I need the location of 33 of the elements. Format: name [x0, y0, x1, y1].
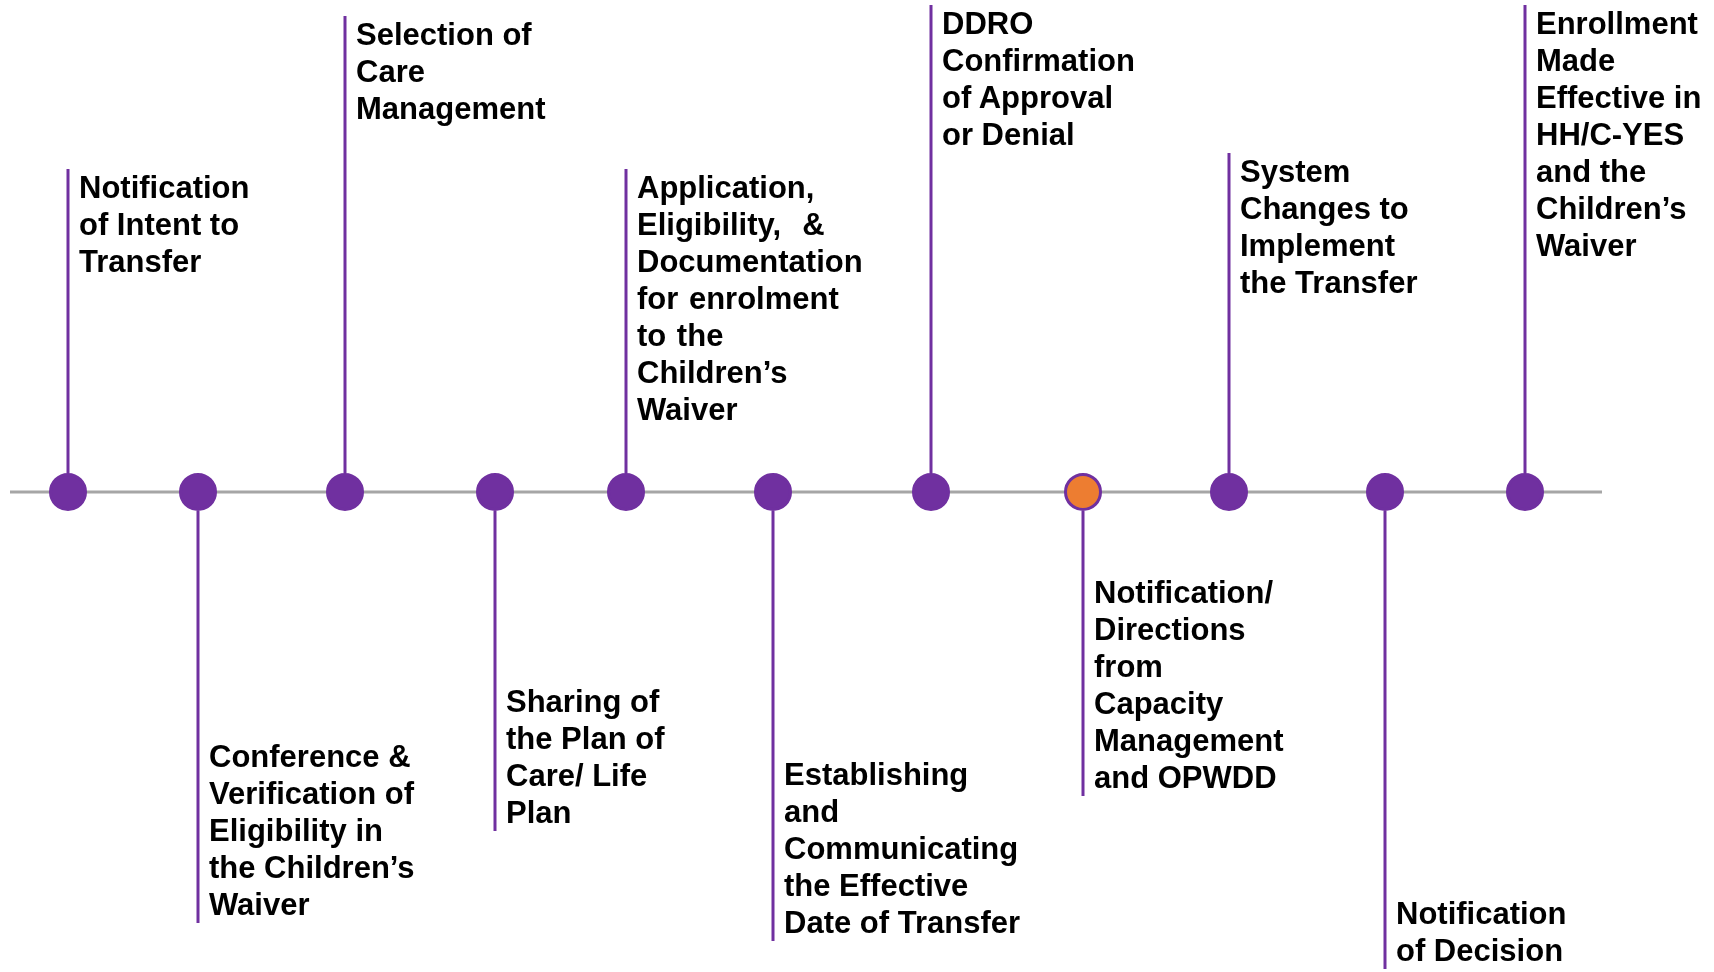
stem-line [196, 511, 200, 923]
milestone-label: Conference & Verification of Eligibility in the Children’s Waiver [199, 738, 415, 923]
milestone-label: Notification of Intent to Transfer [69, 169, 263, 280]
timeline-dot [476, 473, 514, 511]
stem-line [929, 5, 933, 473]
timeline-dot [1064, 473, 1102, 511]
stem-line [771, 511, 775, 941]
milestone-label: Establishing and Communicating the Effective Date of Transfer [774, 756, 1024, 941]
stem-line [493, 511, 497, 831]
milestone-label: DDRO Confirmation of Approval or Denial [932, 5, 1142, 153]
timeline-dot [754, 473, 792, 511]
milestone-label: Notification/ Directions from Capacity Management and OPWDD [1084, 574, 1292, 796]
stem-line [1081, 511, 1085, 796]
timeline-dot [326, 473, 364, 511]
milestone-label: Enrollment Made Effective in HH/C-YES and the Children’s Waiver [1526, 5, 1708, 264]
timeline-dot [49, 473, 87, 511]
milestone-label: System Changes to Implement the Transfer [1230, 153, 1432, 301]
milestone-label: Selection of Care Management [346, 16, 561, 127]
timeline-dot [1506, 473, 1544, 511]
stem-line [66, 169, 70, 473]
stem-line [1523, 5, 1527, 473]
stem-line [1227, 153, 1231, 473]
stem-line [343, 16, 347, 473]
timeline-dot [912, 473, 950, 511]
timeline-dot [1210, 473, 1248, 511]
stem-line [624, 169, 628, 473]
milestone-label: Application, Eligibility, & Documentation for enrolment to the Children’s Waiver [627, 169, 876, 428]
stem-line [1383, 511, 1387, 969]
timeline-dot [607, 473, 645, 511]
timeline-dot [179, 473, 217, 511]
milestone-label: Notification of Decision [1386, 895, 1586, 969]
timeline-dot [1366, 473, 1404, 511]
milestone-label: Sharing of the Plan of Care/ Life Plan [496, 683, 680, 831]
